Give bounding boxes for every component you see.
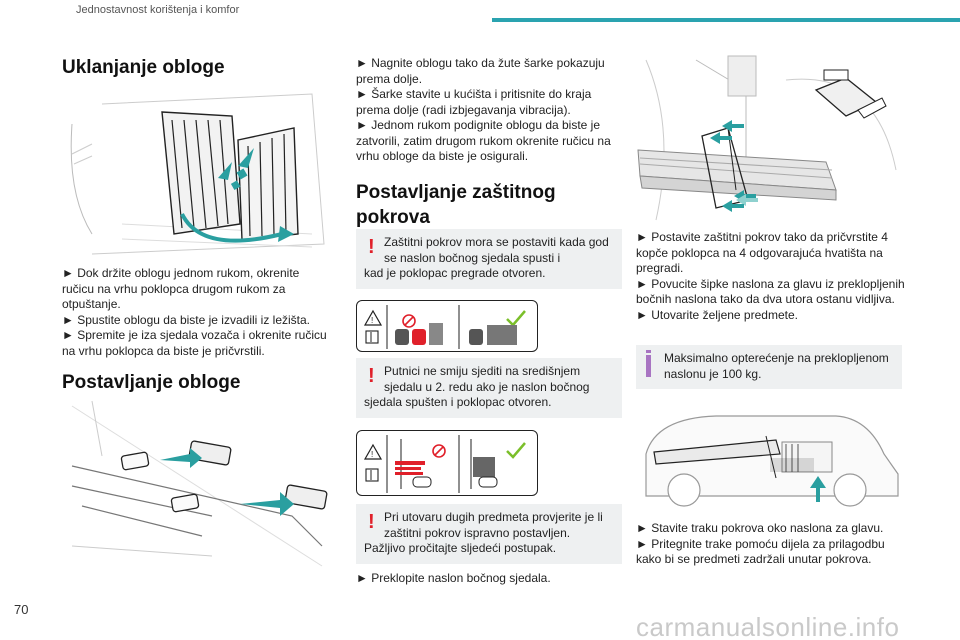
list-item: ► Nagnite oblogu tako da žute šarke poka… (356, 56, 605, 86)
list-item: ► Jednom rukom podignite oblogu da biste… (356, 118, 611, 163)
illustration-panel-installation (62, 396, 330, 576)
cover-steps: ► Postavite zaštitni pokrov tako da prič… (636, 230, 906, 323)
title-protective-cover: Postavljanje zaštitnog pokrova (356, 182, 556, 228)
installation-steps: ► Nagnite oblogu tako da žute šarke poka… (356, 56, 622, 165)
pictogram-seat-allowed: ! (356, 300, 538, 352)
info-text: Maksimalno opterećenje na preklopljenom … (664, 351, 889, 381)
list-item: ► Spremite je iza sjedala vozača i okren… (62, 328, 327, 358)
illustration-panel-removal (62, 84, 330, 258)
fold-seat-step: ► Preklopite naslon bočnog sjedala. (356, 571, 551, 585)
list-item: ► Utovarite željene predmete. (636, 307, 798, 322)
strap-steps: ► Stavite traku pokrova oko naslona za g… (636, 521, 906, 568)
list-item: ► Stavite traku pokrova oko naslona za g… (636, 521, 884, 535)
svg-text:!: ! (371, 450, 373, 459)
header-accent-bar (492, 18, 960, 22)
illustration-cover-mounting (636, 50, 906, 226)
warning-text: Pažljivo pročitajte sljedeći postupak. (364, 541, 557, 555)
title-removing-panel: Uklanjanje obloge (62, 57, 225, 78)
list-item: ► Dok držite oblogu jednom rukom, okreni… (62, 266, 300, 311)
warning-text: Pri utovaru dugih predmeta provjerite je… (384, 510, 603, 540)
warning-icon: ! (368, 236, 375, 258)
warning-box-passengers: ! Putnici ne smiju sjediti na središnjem… (356, 358, 622, 418)
title-installing-panel: Postavljanje obloge (62, 372, 241, 393)
removal-steps: ► Dok držite oblogu jednom rukom, okreni… (62, 266, 330, 359)
list-item: ► Šarke stavite u kućišta i pritisnite d… (356, 87, 592, 117)
list-item: ► Postavite zaštitni pokrov tako da prič… (636, 230, 888, 275)
info-icon (646, 350, 651, 377)
page-header-section: Jednostavnost korištenja i komfor (76, 4, 240, 16)
info-box-max-load: Maksimalno opterećenje na preklopljenom … (636, 345, 902, 389)
list-item: ► Spustite oblogu da biste je izvadili i… (62, 312, 311, 327)
warning-text: kad je poklopac pregrade otvoren. (364, 266, 546, 280)
warning-box-cover: ! Zaštitni pokrov mora se postaviti kada… (356, 229, 622, 289)
warning-text: Zaštitni pokrov mora se postaviti kada g… (384, 235, 609, 265)
watermark: carmanualsonline.info (636, 612, 900, 640)
warning-icon: ! (368, 511, 375, 533)
warning-text: sjedala spušten i poklopac otvoren. (364, 395, 552, 409)
warning-box-long-items: ! Pri utovaru dugih predmeta provjerite … (356, 504, 622, 564)
illustration-car-side (636, 404, 906, 516)
warning-icon: ! (368, 365, 375, 387)
page-number: 70 (14, 602, 29, 617)
warning-text: Putnici ne smiju sjediti na središnjem s… (384, 364, 590, 394)
list-item: ► Pritegnite trake pomoću dijela za pril… (636, 536, 885, 567)
list-item: ► Povucite šipke naslona za glavu iz pre… (636, 276, 905, 307)
pictogram-cover-loading: ! (356, 430, 538, 496)
svg-text:!: ! (371, 316, 373, 325)
